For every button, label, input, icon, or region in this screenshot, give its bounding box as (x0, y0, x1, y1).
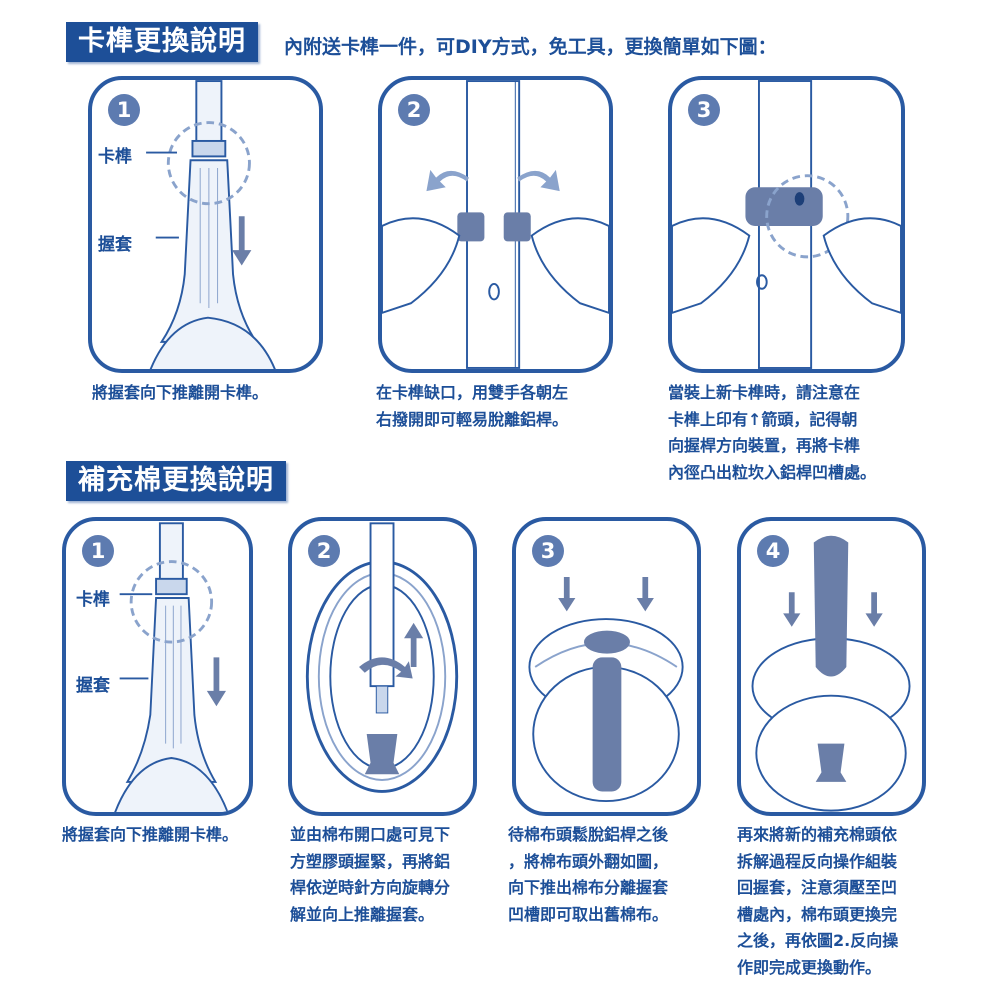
step-number: 1 (82, 535, 114, 567)
latch-install-illustration (672, 80, 901, 369)
latch-open-illustration (382, 80, 609, 369)
s2-step4-panel: 4 (737, 517, 926, 816)
s1-step3-panel: 3 (668, 76, 905, 373)
s1-step1-caption: 將握套向下推離開卡榫。 (92, 383, 269, 402)
s2-step2-caption: 並由棉布開口處可見下 方塑膠頭握緊，再將鋁 桿依逆時針方向旋轉分 解並向上推離握… (290, 825, 451, 924)
s2-step4-caption: 再來將新的補充棉頭依 拆解過程反向操作組裝 回握套，注意須壓至凹 槽處內，棉布頭… (737, 825, 899, 977)
grip-label: 握套 (98, 235, 132, 255)
mop-head-flip-illustration (528, 576, 684, 803)
step-number: 4 (757, 535, 789, 567)
step-number: 2 (398, 94, 430, 126)
latch-label: 卡榫 (98, 147, 132, 167)
latch-label: 卡榫 (76, 590, 110, 610)
step-number: 3 (688, 94, 720, 126)
step-number: 3 (532, 535, 564, 567)
s2-step1-panel: 1 卡榫 握套 (62, 517, 253, 816)
section1-intro: 內附送卡榫一件，可DIY方式，免工具，更換簡單如下圖： (284, 36, 777, 58)
s1-step3-caption: 當裝上新卡榫時，請注意在 卡榫上印有↑箭頭，記得朝 向握桿方向裝置，再將卡榫 內… (668, 383, 877, 482)
section2-title: 補充棉更換說明 (66, 461, 286, 501)
s1-step2-caption: 在卡榫缺口，用雙手各朝左 右撥開即可輕易脫離鋁桿。 (376, 383, 569, 429)
mop-head-install-illustration (751, 535, 911, 812)
s2-step3-caption: 待棉布頭鬆脫鋁桿之後 ，將棉布頭外翻如圖， 向下推出棉布分離握套 凹槽即可取出舊… (508, 825, 669, 924)
s1-step2-panel: 2 (378, 76, 613, 373)
step-number: 2 (308, 535, 340, 567)
section1-title: 卡榫更換說明 (66, 22, 258, 62)
s2-step2-panel: 2 (288, 517, 477, 816)
grip-label: 握套 (76, 676, 110, 696)
mop-head-twist-illustration (305, 522, 459, 793)
s2-step1-caption: 將握套向下推離開卡榫。 (62, 825, 239, 844)
s2-step3-panel: 3 (512, 517, 701, 816)
grip-removal-illustration (114, 522, 229, 812)
s1-step1-panel: 1 卡榫 握套 (88, 76, 323, 373)
step-number: 1 (108, 94, 140, 126)
grip-removal-illustration (146, 80, 276, 369)
